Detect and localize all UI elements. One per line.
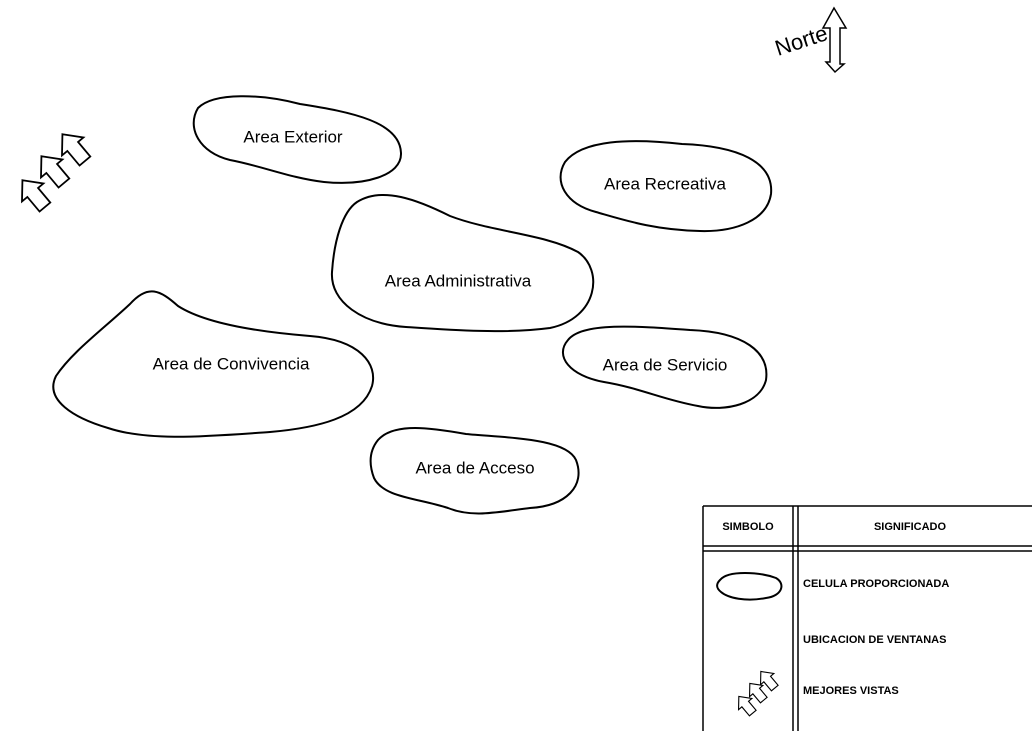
area-administrativa: Area Administrativa — [330, 194, 595, 333]
area-exterior-label: Area Exterior — [243, 127, 343, 146]
legend-table: SIMBOLO SIGNIFICADO CELULA PROPORCIONADA… — [702, 505, 1032, 731]
area-exterior: Area Exterior — [192, 95, 403, 184]
legend-header-meaning: SIGNIFICADO — [874, 521, 947, 533]
area-de-servicio-label: Area de Servicio — [603, 355, 728, 374]
window-icon — [267, 230, 299, 262]
cell-blob-icon — [716, 572, 783, 601]
window-icon — [86, 236, 118, 267]
north-label: Norte — [772, 20, 831, 60]
area-de-acceso-label: Area de Acceso — [415, 458, 534, 477]
legend-item-cell: CELULA PROPORCIONADA — [803, 578, 949, 590]
area-de-servicio: Area de Servicio — [562, 325, 768, 409]
view-arrows-icon — [10, 124, 97, 217]
north-arrow-icon — [821, 6, 848, 74]
window-icon — [280, 32, 307, 60]
window-icon — [559, 88, 584, 112]
area-administrativa-label: Area Administrativa — [385, 271, 532, 290]
window-icon — [56, 465, 85, 494]
legend-item-views: MEJORES VISTAS — [803, 685, 899, 697]
window-icon — [249, 477, 276, 505]
legend-item-window: UBICACION DE VENTANAS — [803, 634, 946, 646]
window-icon — [803, 383, 835, 415]
legend-header-symbol: SIMBOLO — [722, 521, 774, 533]
area-recreativa: Area Recreativa — [559, 140, 773, 233]
window-icon — [23, 316, 55, 348]
area-de-convivencia-label: Area de Convivencia — [153, 354, 310, 373]
north-indicator: Norte — [772, 6, 848, 74]
window-icon — [441, 155, 468, 183]
window-icon — [747, 627, 768, 648]
area-de-convivencia: Area de Convivencia — [52, 290, 375, 438]
view-arrows-icon — [731, 665, 782, 720]
area-recreativa-label: Area Recreativa — [604, 174, 726, 193]
window-icon — [141, 172, 168, 198]
window-icon — [663, 466, 690, 492]
window-icon — [775, 267, 807, 299]
window-icon — [776, 116, 808, 147]
window-icon — [165, 65, 195, 95]
area-de-acceso: Area de Acceso — [369, 427, 580, 515]
